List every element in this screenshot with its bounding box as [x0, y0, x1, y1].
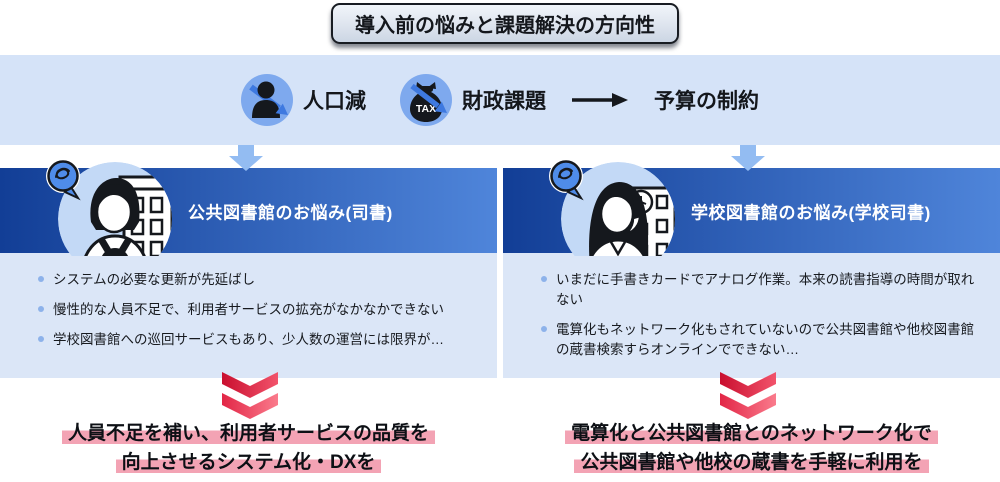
- causes-arrow-icon: [572, 93, 628, 107]
- solution-line: 人員不足を補い、利用者サービスの品質を: [0, 419, 497, 448]
- problem-item: 電算化もネットワーク化もされていないので公共図書館や他校図書館の蔵書検索すらオン…: [541, 320, 986, 360]
- problem-item: 学校図書館への巡回サービスもあり、少人数の運営には限界が…: [38, 330, 483, 350]
- public-library-column: 公共図書館のお悩み(司書) システムの必要な更新が先延ばし 慢性的な人員不足で、…: [0, 159, 497, 378]
- solution-chevron-icon: [720, 372, 776, 419]
- public-library-solution: 人員不足を補い、利用者サービスの品質を 向上させるシステム化・DXを: [0, 419, 497, 477]
- problem-item: 慢性的な人員不足で、利用者サービスの拡充がなかなかできない: [38, 300, 483, 320]
- confusion-bubble-icon: [547, 158, 587, 207]
- confusion-bubble-icon: [44, 158, 84, 207]
- public-library-header: 公共図書館のお悩み(司書): [0, 159, 497, 256]
- school-library-header: 学校図書館のお悩み(学校司書): [503, 159, 1000, 256]
- solution-line: 電算化と公共図書館とのネットワーク化で: [503, 419, 1000, 448]
- problem-item: システムの必要な更新が先延ばし: [38, 270, 483, 290]
- tax-fiscal-icon: TAX: [400, 74, 452, 126]
- school-library-problems-panel: いまだに手書きカードでアナログ作業。本来の読書指導の時間が取れない 電算化もネッ…: [503, 253, 1000, 378]
- flow-down-arrow-icon: [731, 145, 765, 171]
- library-building-icon: [118, 175, 172, 256]
- population-decline-icon: [241, 74, 293, 126]
- public-library-problems-panel: システムの必要な更新が先延ばし 慢性的な人員不足で、利用者サービスの拡充がなかな…: [0, 253, 497, 378]
- page-title-text: 導入前の悩みと課題解決の方向性: [355, 15, 655, 37]
- budget-constraint-label: 予算の制約: [654, 90, 759, 113]
- population-decline-label: 人口減: [303, 90, 366, 113]
- solution-chevron-icon: [222, 372, 278, 419]
- problem-list: システムの必要な更新が先延ばし 慢性的な人員不足で、利用者サービスの拡充がなかな…: [38, 270, 483, 350]
- school-librarian-person: [585, 182, 651, 256]
- librarian-person: [80, 178, 150, 256]
- tax-badge: TAX: [416, 103, 436, 115]
- pressure-band: 人口減 TAX 財政課題 予算の制約: [0, 55, 1000, 145]
- problem-item: いまだに手書きカードでアナログ作業。本来の読書指導の時間が取れない: [541, 270, 986, 310]
- public-librarian-avatar: [58, 162, 172, 256]
- solution-line: 公共図書館や他校の蔵書を手軽に利用を: [503, 448, 1000, 477]
- problem-list: いまだに手書きカードでアナログ作業。本来の読書指導の時間が取れない 電算化もネッ…: [541, 270, 986, 360]
- school-library-header-text: 学校図書館のお悩み(学校司書): [691, 203, 931, 222]
- fiscal-issue-label: 財政課題: [462, 90, 546, 113]
- school-library-column: 学校図書館のお悩み(学校司書) いまだに手書きカードでアナログ作業。本来の読書指…: [503, 159, 1000, 378]
- solution-line: 向上させるシステム化・DXを: [0, 448, 497, 477]
- school-librarian-avatar: [561, 162, 675, 256]
- page-title: 導入前の悩みと課題解決の方向性: [331, 3, 679, 44]
- public-library-header-text: 公共図書館のお悩み(司書): [188, 203, 393, 222]
- flow-down-arrow-icon: [229, 145, 263, 171]
- school-library-solution: 電算化と公共図書館とのネットワーク化で 公共図書館や他校の蔵書を手軽に利用を: [503, 419, 1000, 477]
